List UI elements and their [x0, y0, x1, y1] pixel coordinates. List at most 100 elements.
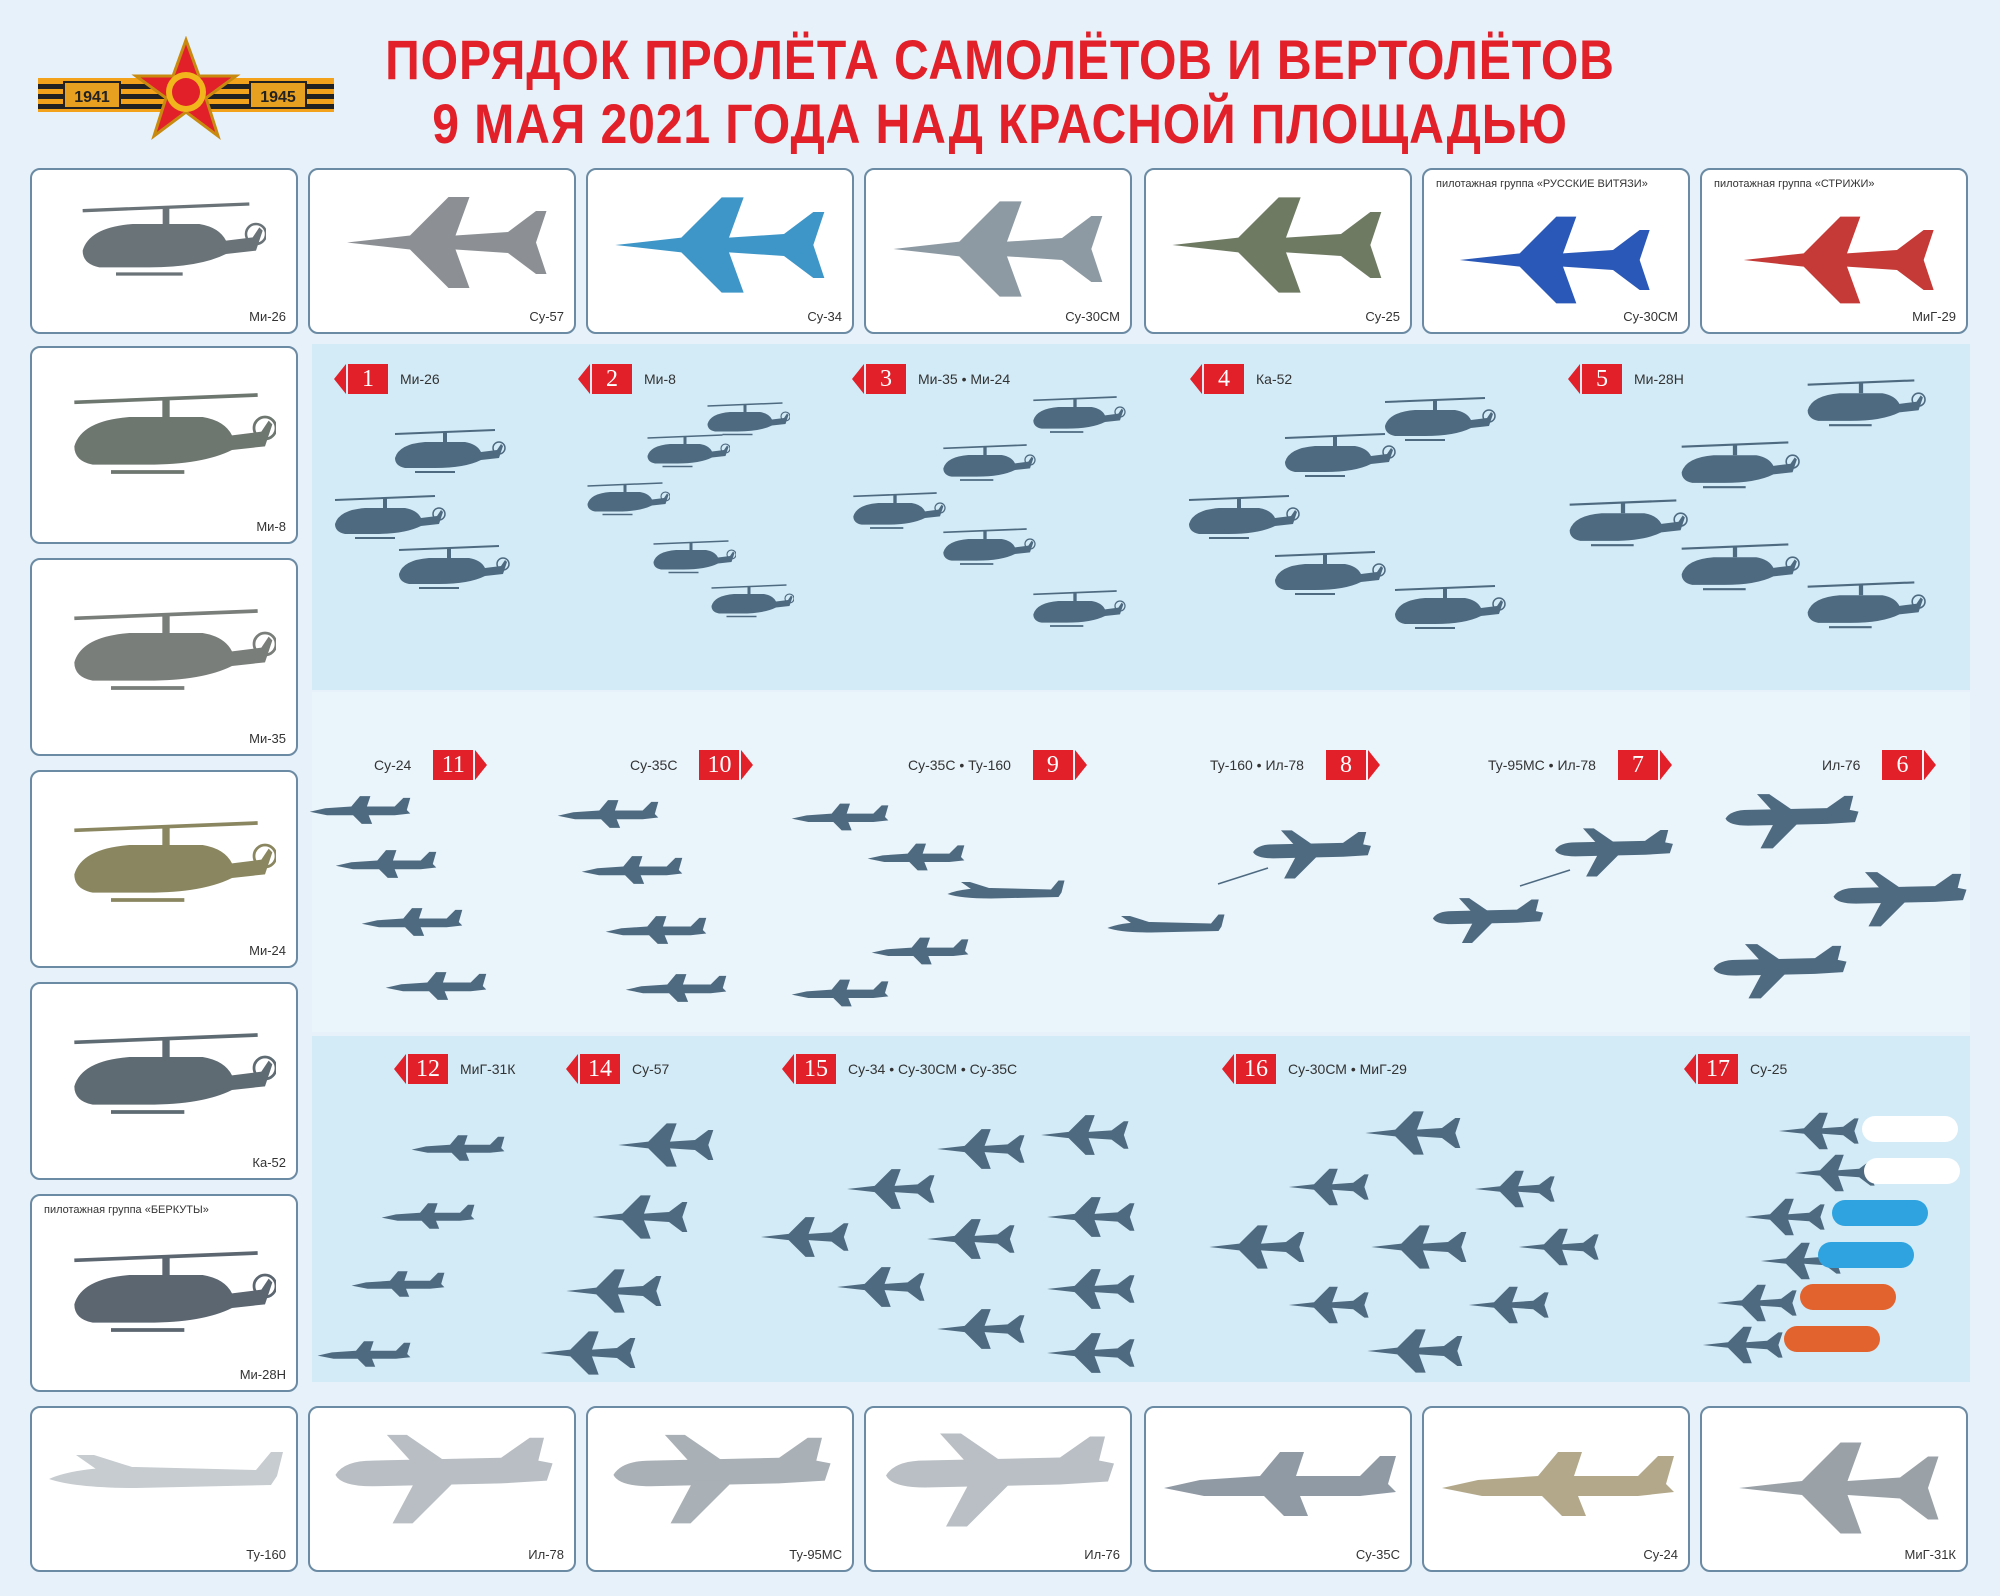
card-caption: МиГ-31К [1904, 1547, 1957, 1562]
card-top-7[interactable]: пилотажная группа «СТРИЖИ» МиГ-29 [1700, 168, 1968, 334]
group-number: 1 [348, 364, 388, 394]
group-number: 2 [592, 364, 632, 394]
card-left-4[interactable]: Ка-52 [30, 982, 298, 1180]
arrow-right-icon [1367, 750, 1380, 780]
card-left-2[interactable]: Ми-35 [30, 558, 298, 756]
aircraft-illustration [72, 1251, 276, 1332]
card-caption: Ми-24 [249, 943, 286, 958]
group-number: 12 [408, 1054, 448, 1084]
aircraft-illustration [72, 393, 276, 474]
group-label: Ми-35 • Ми-24 [918, 371, 1011, 387]
group-number: 10 [699, 750, 740, 780]
group-label: Су-57 [632, 1061, 670, 1077]
card-top-4[interactable]: Су-30СМ [864, 168, 1132, 334]
card-caption: Су-34 [807, 309, 842, 324]
arrow-left-icon [578, 364, 590, 394]
aircraft-illustration [72, 821, 276, 902]
group-number: 4 [1204, 364, 1244, 394]
group-number: 17 [1698, 1054, 1738, 1084]
group-label: Су-30СМ • МиГ-29 [1288, 1061, 1407, 1077]
aircraft-illustration [72, 1033, 276, 1114]
group-number: 14 [580, 1054, 620, 1084]
card-caption: МиГ-29 [1912, 309, 1956, 324]
emblem-year-left: 1941 [74, 89, 110, 106]
card-caption: Су-30СМ [1065, 309, 1120, 324]
group-badge-17: 17 Су-25 [1684, 1054, 1787, 1084]
title-line-1: ПОРЯДОК ПРОЛЁТА САМОЛЁТОВ И ВЕРТОЛЁТОВ [385, 28, 1615, 91]
aircraft-illustration [72, 609, 276, 690]
group-label: МиГ-31К [460, 1061, 516, 1077]
group-label: Су-25 [1750, 1061, 1788, 1077]
victory-emblem: 1941 1945 [36, 35, 336, 146]
page-title: ПОРЯДОК ПРОЛЁТА САМОЛЁТОВ И ВЕРТОЛЁТОВ 9… [140, 28, 1860, 156]
card-left-5[interactable]: пилотажная группа «БЕРКУТЫ» Ми-28Н [30, 1194, 298, 1392]
group-number: 11 [433, 750, 474, 780]
card-caption: Ил-78 [528, 1547, 564, 1562]
card-bottom-5[interactable]: Су-35С [1144, 1406, 1412, 1572]
group-number: 15 [796, 1054, 836, 1084]
group-number: 6 [1882, 750, 1923, 780]
group-badge-11: Су-24 11 [374, 750, 488, 780]
arrow-left-icon [782, 1054, 794, 1084]
card-top-5[interactable]: Су-25 [1144, 168, 1412, 334]
card-caption: Ка-52 [252, 1155, 286, 1170]
group-label: Су-35С [630, 757, 678, 773]
arrow-left-icon [852, 364, 864, 394]
group-label: Ту-95МС • Ил-78 [1488, 757, 1596, 773]
group-badge-15: 15 Су-34 • Су-30СМ • Су-35С [782, 1054, 1017, 1084]
band-fighters [312, 1036, 1970, 1382]
group-label: Ми-26 [400, 371, 440, 387]
title-line-2: 9 МАЯ 2021 ГОДА НАД КРАСНОЙ ПЛОЩАДЬЮ [432, 92, 1568, 155]
card-left-1[interactable]: Ми-8 [30, 346, 298, 544]
group-number: 3 [866, 364, 906, 394]
card-caption: Ми-28Н [239, 1367, 286, 1382]
arrow-right-icon [741, 750, 754, 780]
card-bottom-7[interactable]: МиГ-31К [1700, 1406, 1968, 1572]
card-top-6[interactable]: пилотажная группа «РУССКИЕ ВИТЯЗИ» Су-30… [1422, 168, 1690, 334]
group-number: 5 [1582, 364, 1622, 394]
group-label: Ми-28Н [1634, 371, 1684, 387]
group-label: Ка-52 [1256, 371, 1293, 387]
group-badge-1: 1 Ми-26 [334, 364, 440, 394]
group-badge-4: 4 Ка-52 [1190, 364, 1292, 394]
group-badge-10: Су-35С 10 [630, 750, 754, 780]
card-caption: Су-24 [1643, 1547, 1678, 1562]
group-badge-5: 5 Ми-28Н [1568, 364, 1684, 394]
card-top-1[interactable]: Ми-26 [30, 168, 298, 334]
card-caption: Ми-35 [249, 731, 286, 746]
group-label: Су-24 [374, 757, 412, 773]
card-top-2[interactable]: Су-57 [308, 168, 576, 334]
arrow-left-icon [566, 1054, 578, 1084]
group-badge-3: 3 Ми-35 • Ми-24 [852, 364, 1010, 394]
card-bottom-6[interactable]: Су-24 [1422, 1406, 1690, 1572]
card-caption: Су-25 [1365, 309, 1400, 324]
group-number: 16 [1236, 1054, 1276, 1084]
arrow-left-icon [334, 364, 346, 394]
card-caption: Ту-160 [246, 1547, 286, 1562]
card-caption: Ту-95МС [789, 1547, 842, 1562]
arrow-right-icon [1924, 750, 1937, 780]
group-label: Су-34 • Су-30СМ • Су-35С [848, 1061, 1018, 1077]
group-label: Су-35С • Ту-160 [908, 757, 1011, 773]
arrow-left-icon [1222, 1054, 1234, 1084]
group-number: 7 [1617, 750, 1658, 780]
card-caption: Су-57 [529, 309, 564, 324]
card-bottom-4[interactable]: Ил-76 [864, 1406, 1132, 1572]
card-left-3[interactable]: Ми-24 [30, 770, 298, 968]
card-bottom-1[interactable]: Ту-160 [30, 1406, 298, 1572]
card-caption: Ми-26 [249, 309, 286, 324]
card-top-3[interactable]: Су-34 [586, 168, 854, 334]
arrow-right-icon [475, 750, 488, 780]
card-bottom-2[interactable]: Ил-78 [308, 1406, 576, 1572]
card-caption: Ми-8 [256, 519, 286, 534]
card-group-label: пилотажная группа «РУССКИЕ ВИТЯЗИ» [1436, 178, 1648, 190]
band-heavy-aircraft [312, 692, 1970, 1032]
group-number: 8 [1325, 750, 1366, 780]
arrow-left-icon [1684, 1054, 1696, 1084]
card-bottom-3[interactable]: Ту-95МС [586, 1406, 854, 1572]
arrow-right-icon [1659, 750, 1672, 780]
